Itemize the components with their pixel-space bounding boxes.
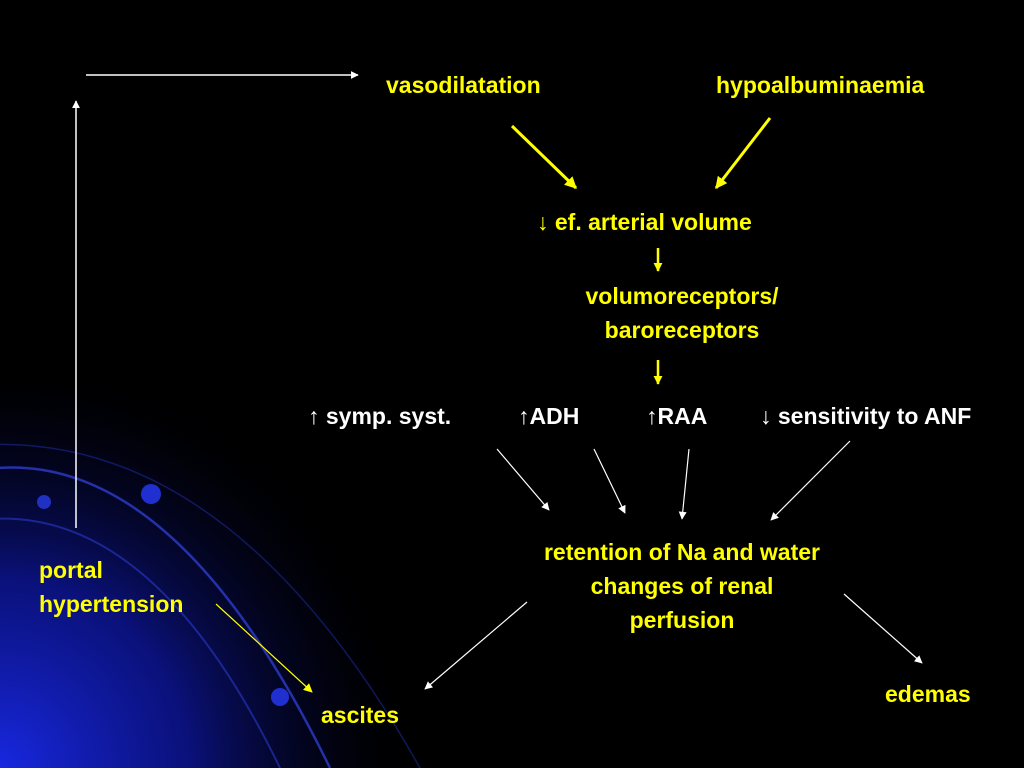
node-ascites: ascites: [321, 702, 400, 728]
up-arrow-icon: ↑: [646, 403, 658, 429]
node-ef-arterial-volume-text: ef. arterial volume: [548, 209, 752, 235]
node-adh: ↑ADH: [518, 399, 579, 433]
arrow-portal-to-ascites: [215, 603, 313, 693]
node-anf: ↓ sensitivity to ANF: [760, 399, 1024, 433]
node-volumoreceptors-line1: volumoreceptors/: [585, 283, 779, 309]
node-edemas: edemas: [885, 681, 971, 707]
node-portal-hypertension-line2: hypertension: [39, 591, 184, 617]
node-adh-text: ADH: [529, 403, 580, 429]
arrow-raa-to-retention: [678, 448, 690, 520]
arrow-vasodilatation-down: [510, 124, 578, 190]
arrow-adh-to-retention: [593, 448, 626, 514]
node-ef-arterial-volume: ↓ ef. arterial volume: [537, 205, 752, 239]
node-retention-line2: changes of renal: [590, 573, 774, 599]
node-raa: ↑RAA: [646, 399, 707, 433]
node-vasodilatation: vasodilatation: [386, 72, 541, 98]
orbit-dot: [141, 484, 161, 504]
orbit-arc: [0, 466, 332, 768]
node-volumoreceptors-line2: baroreceptors: [604, 317, 760, 343]
orbit-dot: [37, 495, 51, 509]
orbit-arc: [0, 517, 281, 768]
orbit-dot: [271, 688, 289, 706]
orbit-arc: [0, 443, 421, 768]
node-retention: retention of Na and water changes of ren…: [500, 535, 864, 637]
node-symp-syst-text: symp. syst.: [319, 403, 452, 429]
node-portal-hypertension: portal hypertension: [39, 553, 183, 621]
up-arrow-icon: ↑: [518, 403, 530, 429]
node-anf-text: sensitivity to ANF: [771, 403, 972, 429]
down-arrow-icon: ↓: [760, 403, 772, 429]
node-portal-hypertension-line1: portal: [39, 557, 103, 583]
arrow-hypoalbuminaemia-down: [714, 117, 772, 189]
arrow-symp-to-retention: [496, 448, 550, 511]
up-arrow-icon: ↑: [308, 403, 320, 429]
node-raa-text: RAA: [657, 403, 708, 429]
down-arrow-icon: ↓: [537, 209, 549, 235]
node-symp-syst: ↑ symp. syst.: [308, 399, 451, 433]
node-volumoreceptors: volumoreceptors/ baroreceptors: [542, 279, 822, 347]
node-hypoalbuminaemia: hypoalbuminaemia: [716, 72, 925, 98]
node-retention-line3: perfusion: [629, 607, 735, 633]
arrow-anf-to-retention: [770, 440, 851, 521]
arrow-retention-to-ascites: [424, 601, 528, 690]
arrow-retention-to-edemas: [843, 593, 923, 664]
node-retention-line1: retention of Na and water: [543, 539, 821, 565]
